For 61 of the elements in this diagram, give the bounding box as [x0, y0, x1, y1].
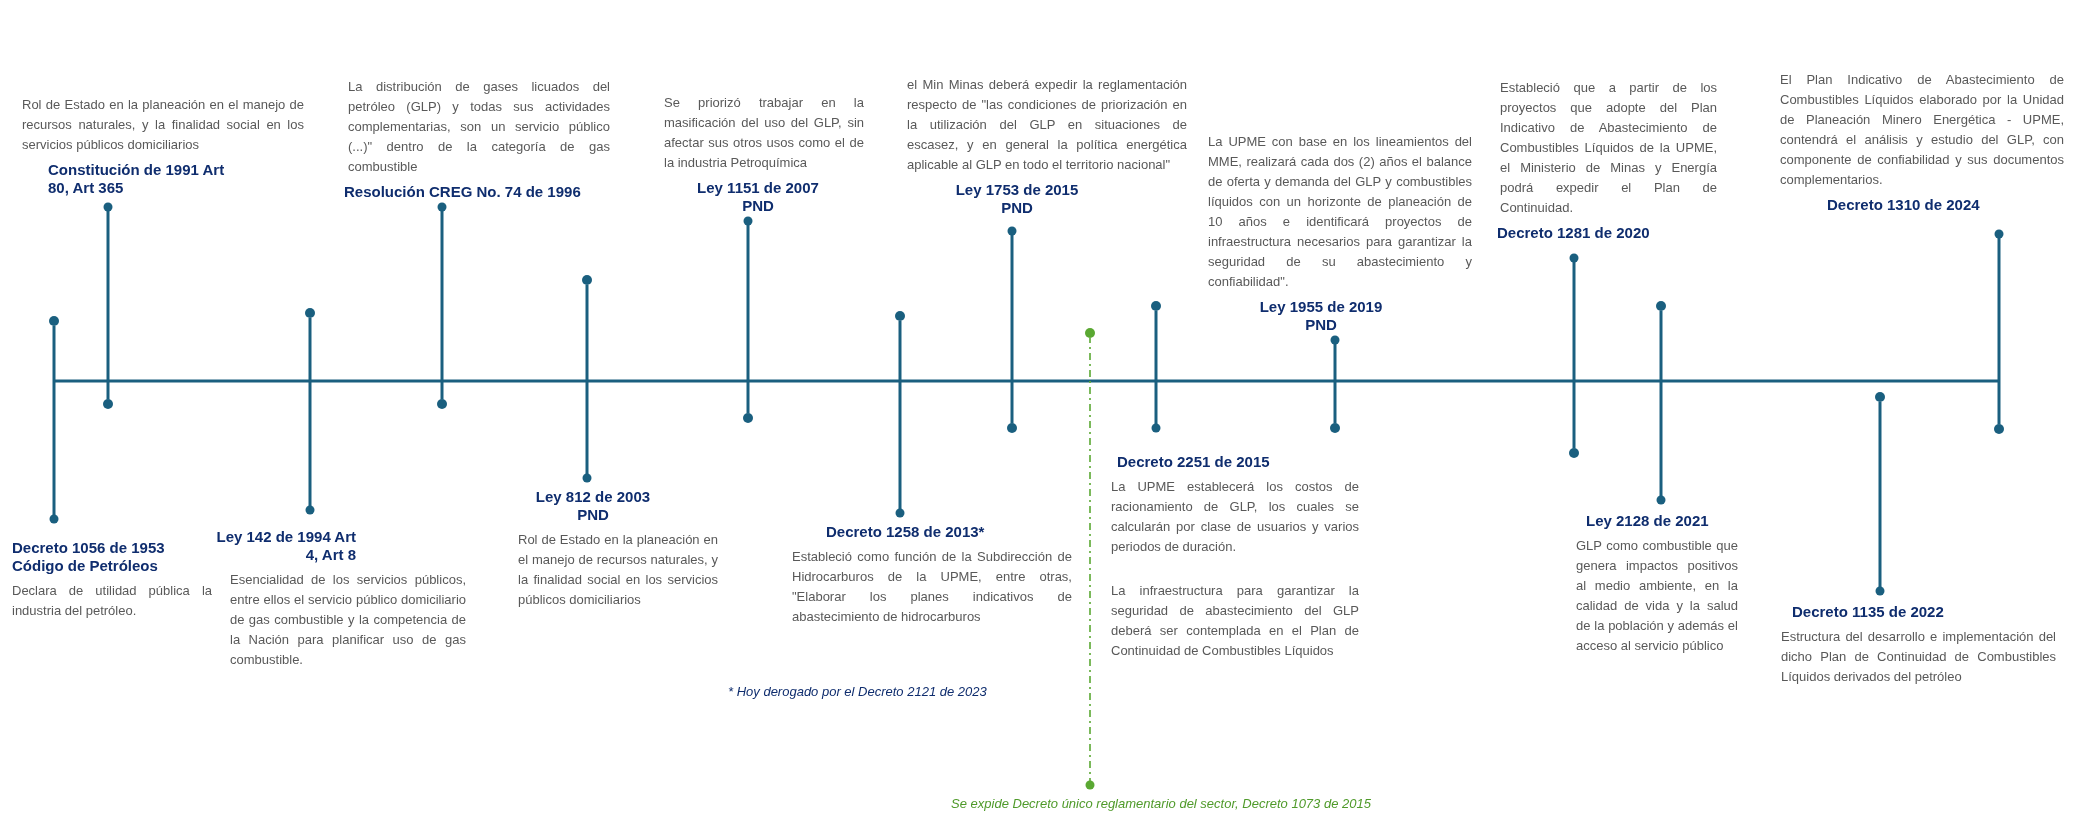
timeline-stem — [743, 216, 753, 413]
law-title: Ley 1753 de 2015 PND — [954, 181, 1080, 217]
timeline-stem — [1994, 229, 2004, 424]
timeline-stem — [582, 285, 592, 483]
law-title: Resolución CREG No. 74 de 1996 — [344, 183, 582, 201]
law-title: Decreto 1258 de 2013* — [826, 523, 986, 541]
timeline-stem — [49, 326, 59, 524]
timeline-stem — [305, 318, 315, 515]
description-text: el Min Minas deberá expedir la reglamentación respecto de "las condiciones de priorización en la utilización del GLP en situaciones de escasez, y en general la política energética aplicable al GLP en todo el territorio nacional" — [907, 76, 1187, 174]
timeline-dot — [1007, 423, 1017, 433]
timeline-stem — [1875, 402, 1885, 596]
law-title: Decreto 1135 de 2022 — [1792, 603, 1945, 621]
description-text: GLP como combustible que genera impactos positivos al medio ambiente, en la calidad de vida y la salud de la población y además el acceso al servicio público — [1576, 537, 1738, 655]
law-title: Ley 2128 de 2021 — [1586, 512, 1710, 530]
description-text: Rol de Estado en la planeación en el manejo de recursos naturales, y la finalidad social en los servicios públicos domiciliarios — [518, 531, 718, 609]
timeline-dot — [49, 316, 59, 326]
description-text: La distribución de gases licuados del petróleo (GLP) y todas sus actividades complementarias, son un servicio público (...)" dentro de la categoría de gas combustible — [348, 78, 610, 176]
description-text: Rol de Estado en la planeación en el manejo de recursos naturales, y la finalidad social en los servicios públicos domiciliarios — [22, 96, 304, 154]
timeline-dot — [1330, 423, 1340, 433]
timeline-stem — [1151, 311, 1161, 433]
timeline-stem — [1007, 226, 1017, 423]
law-title: Decreto 1056 de 1953 Código de Petróleos — [12, 539, 166, 575]
timeline-dot — [582, 275, 592, 285]
timeline-dot — [1151, 301, 1161, 311]
timeline-stem — [1085, 337, 1095, 790]
description-text: La UPME establecerá los costos de racionamiento de GLP, los cuales se calcularán por clase de usuarios y varios periodos de duración. — [1111, 478, 1359, 556]
description-text: Esencialidad de los servicios públicos, entre ellos el servicio público domiciliario de gas combustible y la competencia de la Nación para planificar uso de gas combustible. — [230, 571, 466, 669]
timeline-stem — [1656, 311, 1666, 505]
timeline-dot — [1875, 392, 1885, 402]
timeline-dot — [103, 399, 113, 409]
timeline-dot — [1656, 301, 1666, 311]
law-title: Ley 1151 de 2007 PND — [696, 179, 820, 215]
footnote-text: * Hoy derogado por el Decreto 2121 de 2023 — [728, 684, 987, 699]
description-text: Declara de utilidad pública la industria del petróleo. — [12, 582, 212, 620]
timeline-stem — [437, 202, 447, 399]
timeline-stem — [1330, 335, 1340, 423]
description-text: Se priorizó trabajar en la masificación del uso del GLP, sin afectar sus otros usos como el de la industria Petroquímica — [664, 94, 864, 172]
law-title: Decreto 2251 de 2015 — [1117, 453, 1271, 471]
timeline-stem — [1569, 253, 1579, 448]
timeline-stem — [103, 202, 113, 399]
timeline-dot — [1994, 424, 2004, 434]
description-text: Estructura del desarrollo e implementación del dicho Plan de Continuidad de Combustibles Líquidos derivados del petróleo — [1781, 628, 2056, 686]
note-text: Se expide Decreto único reglamentario del sector, Decreto 1073 de 2015 — [950, 795, 1372, 813]
law-title: Decreto 1310 de 2024 — [1827, 196, 1981, 214]
law-title: Constitución de 1991 Art 80, Art 365 — [48, 161, 226, 197]
timeline-dot — [895, 311, 905, 321]
law-title: Ley 1955 de 2019 PND — [1258, 298, 1384, 334]
timeline-dot — [1085, 328, 1095, 338]
timeline-dot — [1569, 448, 1579, 458]
description-text: La infraestructura para garantizar la seguridad de abastecimiento del GLP deberá ser contemplada en el Plan de Continuidad de Combustibles Líquidos — [1111, 582, 1359, 660]
description-text: La UPME con base en los lineamientos del MME, realizará cada dos (2) años el balance de oferta y demanda del GLP y combustibles líquidos con un horizonte de planeación de 10 años e identificará proyectos de infraestructura necesarios para garantizar la seguridad de su abastecimiento y confiabilidad". — [1208, 133, 1472, 291]
timeline-stem — [895, 321, 905, 518]
timeline-dot — [305, 308, 315, 318]
description-text: Estableció como función de la Subdirección de Hidrocarburos de la UPME, entre otras, "Elaborar los planes indicativos de abastecimiento de hidrocarburos — [792, 548, 1072, 626]
description-text: Estableció que a partir de los proyectos que adopte del Plan Indicativo de Abastecimiento de Combustibles Líquidos de la UPME, el Ministerio de Minas y Energía podrá expedir el Plan de Continuidad. — [1500, 79, 1717, 217]
law-title: Decreto 1281 de 2020 — [1497, 224, 1651, 242]
timeline-dot — [437, 399, 447, 409]
description-text: El Plan Indicativo de Abastecimiento de Combustibles Líquidos elaborado por la Unidad de Planeación Minero Energética - UPME, contendrá el análisis y estudio del GLP, con componente de confiabilidad y sus documentos complementarios. — [1780, 71, 2064, 189]
law-title: Ley 812 de 2003 PND — [534, 488, 652, 524]
law-title: Ley 142 de 1994 Art 4, Art 8 — [216, 528, 356, 564]
timeline-dot — [743, 413, 753, 423]
